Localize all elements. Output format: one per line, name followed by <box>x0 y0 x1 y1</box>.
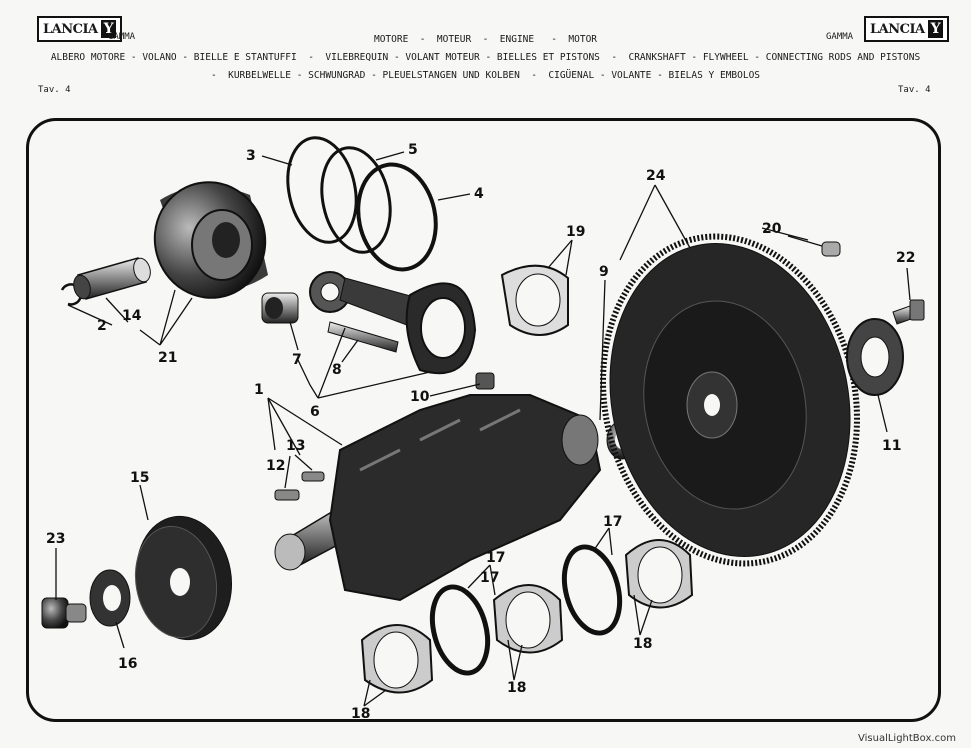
thrust-washer <box>429 584 491 676</box>
thrust-washer <box>561 544 623 636</box>
callout-1: 1 <box>254 382 264 398</box>
piston-ring-second <box>320 146 392 254</box>
callout-14: 14 <box>122 308 142 324</box>
lancia-flag-icon: Y <box>927 20 944 38</box>
brand-text: LANCIA <box>870 21 925 37</box>
crankshaft-pulley <box>134 515 233 641</box>
callout-numbers: 3 5 4 1 2 12 13 14 21 7 8 6 10 19 24 20 … <box>46 142 915 722</box>
con-rod-nut <box>475 372 495 390</box>
callout-21: 21 <box>158 350 177 366</box>
callout-16: 16 <box>118 656 137 672</box>
callout-18: 18 <box>633 636 652 652</box>
callout-9: 9 <box>599 264 609 280</box>
callout-2: 2 <box>97 318 107 334</box>
callout-24: 24 <box>646 168 666 184</box>
piston-ring-oil <box>356 162 438 272</box>
piston <box>153 181 268 299</box>
callout-11: 11 <box>882 438 901 454</box>
plate-number: Tav. 4 <box>38 85 71 95</box>
callout-7: 7 <box>292 352 302 368</box>
big-end-bearing-shells <box>500 264 569 336</box>
callout-18: 18 <box>507 680 526 696</box>
callout-6: 6 <box>310 404 320 420</box>
callout-5: 5 <box>408 142 418 158</box>
brand-text: LANCIA <box>43 21 98 37</box>
main-bearing-shell <box>492 584 564 654</box>
flywheel-dowel <box>821 241 841 257</box>
model-label: GAMMA <box>108 32 136 42</box>
small-end-bush <box>261 292 299 324</box>
page-title: MOTORE - MOTEUR - ENGINE - MOTOR <box>373 34 598 45</box>
callout-22: 22 <box>896 250 915 266</box>
bolt-lock-plate <box>846 318 904 396</box>
woodruff-key-12 <box>274 489 300 501</box>
callout-13: 13 <box>286 438 305 454</box>
callout-17: 17 <box>480 570 499 586</box>
connecting-rod <box>309 271 477 375</box>
plate-number: Tav. 4 <box>898 85 931 95</box>
callout-18: 18 <box>351 706 370 722</box>
callout-10: 10 <box>410 389 430 405</box>
callout-4: 4 <box>474 186 484 202</box>
con-rod-bolt <box>327 321 399 353</box>
piston-ring-top <box>286 136 358 244</box>
callout-17: 17 <box>486 550 505 566</box>
gudgeon-pin <box>73 257 151 300</box>
page-subtitle-1: ALBERO MOTORE - VOLANO - BIELLE E STANTU… <box>50 52 921 63</box>
main-bearing-shell <box>624 539 694 609</box>
callout-12: 12 <box>266 458 285 474</box>
callout-23: 23 <box>46 531 65 547</box>
leader-lines <box>55 151 911 707</box>
model-label: GAMMA <box>826 32 854 42</box>
callout-20: 20 <box>762 221 782 237</box>
crankshaft <box>274 394 602 602</box>
callout-19: 19 <box>566 224 585 240</box>
pulley-washer <box>89 569 131 627</box>
callout-3: 3 <box>246 148 256 164</box>
pulley-nut <box>41 597 87 629</box>
flywheel <box>600 233 860 567</box>
callout-17: 17 <box>603 514 622 530</box>
flywheel-bolt <box>892 299 925 325</box>
callout-15: 15 <box>130 470 149 486</box>
main-bearing-shell <box>360 624 434 694</box>
page-subtitle-2: - KURBELWELLE - SCHWUNGRAD - PLEUELSTANG… <box>210 70 761 81</box>
diagram-frame <box>26 118 941 722</box>
callout-8: 8 <box>332 362 342 378</box>
watermark-credit: VisualLightBox.com <box>858 733 956 744</box>
lancia-flag-icon: Y <box>100 20 117 38</box>
woodruff-key-13 <box>301 471 325 482</box>
